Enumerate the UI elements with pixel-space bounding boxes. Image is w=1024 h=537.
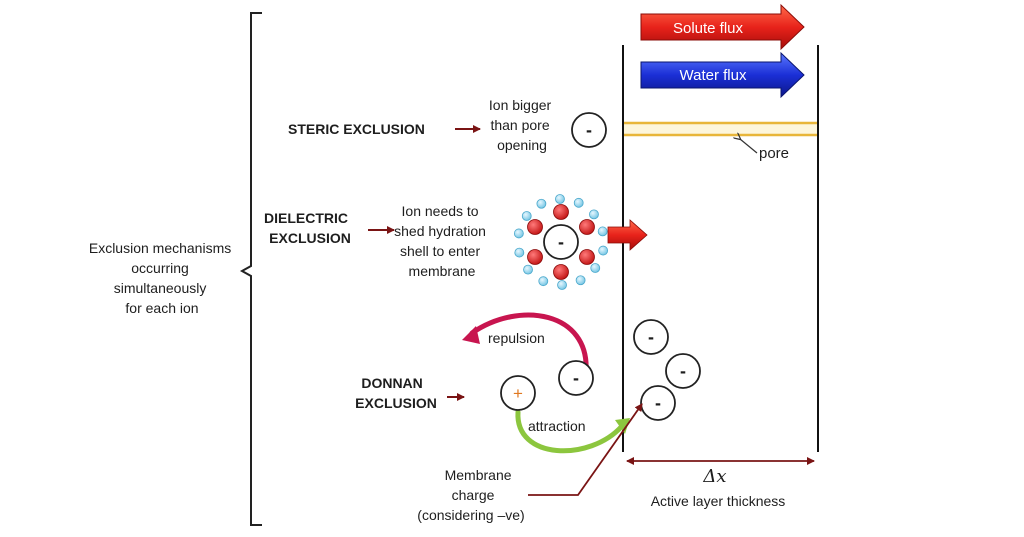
donnan-cation: + — [500, 375, 536, 411]
repulsion-label: repulsion — [488, 330, 545, 346]
pore-pointer — [740, 139, 758, 154]
membrane-anion: - — [633, 319, 669, 355]
mechanisms-bracket — [239, 12, 262, 526]
hydration-shell-molecule — [553, 264, 569, 280]
steric-description-line: than pore — [490, 117, 549, 133]
ion-charge-sign: - — [573, 368, 579, 388]
hydration-shell — [513, 194, 609, 290]
dielectric-entry-arrow — [607, 219, 648, 251]
steric-exclusion-title: STERIC EXCLUSION — [288, 121, 425, 137]
hydration-water-molecule — [538, 276, 549, 287]
hydrated-anion: - — [543, 224, 579, 260]
hydration-shell-molecule — [527, 249, 543, 265]
hydration-water-molecule — [514, 247, 525, 258]
hydration-water-molecule — [598, 245, 609, 256]
dielectric-description-line: membrane — [409, 263, 476, 279]
steric-description-line: Ion bigger — [489, 97, 552, 113]
hydration-water-molecule — [557, 280, 567, 290]
hydration-water-molecule — [573, 197, 584, 208]
hydration-water-molecule — [555, 194, 565, 204]
donnan-title-line: EXCLUSION — [355, 395, 437, 411]
ion-charge-sign: - — [655, 393, 661, 413]
dielectric-description: Ion needs to shed hydration shell to ent… — [394, 203, 490, 279]
pore-channel — [624, 123, 817, 135]
solute-flux-arrow — [640, 3, 805, 51]
water-flux-arrow — [640, 51, 805, 99]
membrane-charge-label: Membrane charge (considering –ve) — [417, 467, 524, 523]
solute-flux-label: Solute flux — [673, 20, 744, 37]
hydration-water-molecule — [513, 228, 524, 239]
hydration-water-molecule — [523, 264, 533, 275]
repulsion-arrow — [469, 312, 589, 375]
membrane-charge-line: charge — [452, 487, 495, 503]
dielectric-description-line: Ion needs to — [402, 203, 479, 219]
dielectric-title-line: DIELECTRIC — [264, 210, 348, 226]
steric-anion: - — [571, 112, 607, 148]
thickness-symbol: Δx — [702, 466, 726, 487]
dielectric-exclusion-title: DIELECTRIC EXCLUSION — [264, 210, 352, 246]
hydration-shell-molecule — [553, 204, 569, 220]
bracket-label-line: Exclusion mechanisms — [89, 240, 231, 256]
attraction-label: attraction — [528, 418, 586, 434]
dielectric-description-line: shell to enter — [400, 243, 480, 259]
ion-charge-sign: + — [513, 384, 523, 403]
donnan-title-line: DONNAN — [361, 375, 422, 391]
attraction-arrow — [515, 409, 625, 454]
bracket-label: Exclusion mechanisms occurring simultane… — [89, 240, 235, 316]
hydration-water-molecule — [597, 226, 608, 237]
hydration-shell-molecule — [579, 249, 595, 265]
membrane-charge-line: (considering –ve) — [417, 507, 524, 523]
attraction-arrow-head — [615, 418, 630, 434]
membrane-charge-pointer — [528, 403, 643, 496]
membrane-anion: - — [665, 353, 701, 389]
hydration-water-molecule — [590, 263, 601, 273]
hydration-shell-molecule — [579, 219, 595, 235]
bracket-label-line: for each ion — [125, 300, 198, 316]
steric-description: Ion bigger than pore opening — [489, 97, 555, 153]
donnan-anion: - — [558, 360, 594, 396]
donnan-exclusion-title: DONNAN EXCLUSION — [355, 375, 437, 411]
hydration-water-molecule — [575, 275, 586, 286]
bracket-label-line: simultaneously — [114, 280, 207, 296]
dielectric-title-line: EXCLUSION — [269, 230, 351, 246]
hydration-shell-molecule — [527, 219, 543, 235]
ion-charge-sign: - — [586, 120, 592, 140]
thickness-label: Active layer thickness — [651, 493, 786, 509]
ion-charge-sign: - — [558, 232, 564, 252]
hydration-water-molecule — [536, 198, 547, 209]
ion-charge-sign: - — [648, 327, 654, 347]
steric-description-line: opening — [497, 137, 547, 153]
membrane-charge-line: Membrane — [445, 467, 512, 483]
pore-label: pore — [759, 145, 789, 162]
bracket-label-line: occurring — [131, 260, 189, 276]
hydration-water-molecule — [589, 209, 599, 220]
membrane-anion: - — [640, 385, 676, 421]
repulsion-arrow-head — [462, 326, 480, 344]
ion-charge-sign: - — [680, 361, 686, 381]
water-flux-label: Water flux — [680, 67, 747, 84]
dielectric-description-line: shed hydration — [394, 223, 486, 239]
hydration-water-molecule — [521, 211, 532, 221]
